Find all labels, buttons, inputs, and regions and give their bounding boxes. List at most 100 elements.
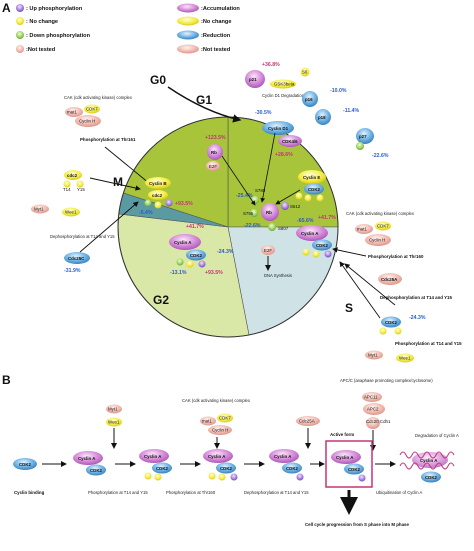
cdc2-left-node — [64, 170, 82, 180]
s-t160 — [324, 250, 332, 258]
myt1-label-m: Myt1 — [34, 207, 44, 212]
legend-accumulation: :Accumulation — [201, 6, 240, 12]
ubiq-label: Ubiquitination of Cyclin A — [376, 490, 423, 495]
cdk2-e-t14 — [295, 192, 303, 200]
cyclin-e-node — [298, 170, 326, 184]
cdk2-b5-node — [282, 462, 302, 474]
cyclin-a-degraded-label: Cyclin A — [420, 458, 438, 463]
cyclin-h-node-m — [75, 115, 101, 127]
mat1-b-node — [200, 416, 216, 426]
panel-a-label: A — [2, 1, 11, 15]
cdc2-m-t14 — [144, 199, 152, 207]
legend-no-change-icon — [16, 17, 24, 25]
s612-label: S612 — [290, 204, 301, 209]
cdk2-b3-label: CDK2 — [156, 466, 169, 471]
cyclin-a-active-node — [331, 450, 361, 464]
cyclin-a-b3-node — [203, 449, 233, 463]
cdk2-b2-node — [86, 464, 106, 476]
cyclin-a-b1-node — [73, 451, 103, 465]
cdk4-percent: +28.6% — [275, 152, 293, 158]
phase-g2: G2 — [153, 293, 169, 307]
e2f-label: E2F — [209, 164, 217, 169]
p27-s10-node — [356, 142, 364, 150]
cyclin-a-b1-label: Cyclin A — [78, 456, 96, 461]
cdk7-label-s: CDK7 — [377, 224, 389, 229]
cdc25c-node — [64, 252, 90, 264]
cyclin-b-node — [145, 177, 171, 189]
cdc2-t14-percent: +93.5% — [175, 201, 193, 207]
rb-percent: +123.5% — [205, 135, 226, 141]
rb-node — [207, 144, 223, 160]
wee1-node-s — [396, 353, 414, 363]
g2-t160-percent: +93.5% — [205, 270, 223, 276]
g2-t14-percent: -13.1% — [170, 270, 187, 276]
e2f-node — [206, 161, 220, 171]
phase-s: S — [345, 301, 353, 315]
e2f-center-label: E2F — [264, 248, 272, 253]
cdc2-m-t161 — [165, 199, 173, 207]
cdk2-to-s-arrow — [339, 261, 381, 319]
legend-no-change-a: : No change — [26, 19, 58, 25]
g2-t14 — [176, 258, 184, 266]
progression-label: Cell cycle progression from S phase into… — [305, 522, 409, 527]
cdc2-left-t14-label: T14 — [63, 187, 71, 192]
mat1-label-m: mat1 — [67, 110, 77, 115]
p27-node — [356, 128, 374, 144]
cyclin-a-g2-label: Cyclin A — [174, 240, 192, 245]
phos-thr161-label: Phosphorylation at Thr161 — [80, 137, 136, 142]
cyclin-d-to-rb-arrow — [260, 132, 276, 203]
s6-label: S6 — [302, 70, 308, 75]
cyclin-a-s-label: Cyclin A — [301, 231, 319, 236]
cyclin-a-s-node — [296, 225, 328, 241]
g2-t160 — [198, 260, 206, 268]
degradation-label: Degradation of Cyclin A — [415, 433, 459, 438]
cdc2-left-y15-label: Y15 — [77, 187, 85, 192]
myt1-node-s — [365, 350, 383, 360]
legend: : Up phosphorylation : No change : Down … — [16, 3, 240, 54]
cdk2-bottom-y15 — [394, 327, 402, 335]
cyclin-d1-node — [262, 121, 294, 135]
cdc25c-label: Cdc25C — [68, 256, 85, 261]
phos-t160-label: Phosphorylation at Thr160 — [166, 490, 216, 495]
rb-center-node — [261, 203, 279, 221]
phos-s-label: Phosphorylation at T14 and Y15 — [395, 341, 462, 346]
mat1-node-s — [355, 224, 373, 234]
legend-down-phos: : Down phosphorylation — [26, 33, 91, 39]
cdk2-b4-label: CDK2 — [220, 466, 233, 471]
p18-label: p18 — [318, 115, 326, 120]
myt1-label-s: Myt1 — [368, 353, 378, 358]
myt1-b-label: Myt1 — [108, 407, 118, 412]
cdc20-label: Cdc20 Cdh1 — [366, 419, 391, 424]
cdc2-m-y15 — [154, 201, 162, 209]
s780-label: S780 — [255, 188, 266, 193]
cyclin-a-active-label: Cyclin A — [336, 455, 354, 460]
cyclin-d1-label: Cyclin D1 — [268, 126, 289, 131]
cdk2-e-label: CDK2 — [308, 187, 321, 192]
p27-percent: -22.6% — [372, 153, 389, 159]
cdc2-left-y15 — [76, 180, 84, 188]
cdk7-b-node — [217, 413, 233, 423]
cdk2-bottom-node — [381, 316, 401, 328]
cdk2-e-node — [304, 183, 324, 195]
p27-label: p27 — [359, 134, 367, 139]
cdc25a-node — [378, 273, 402, 285]
cdk2-degraded-label: CDK2 — [425, 475, 438, 480]
cyclin-h-b-label: Cyclin H — [212, 428, 228, 433]
active-form-box — [325, 440, 373, 488]
rb-s2-percent: -65.6% — [297, 218, 314, 224]
active-t160 — [358, 474, 366, 482]
legend-no-change-b-icon — [177, 16, 199, 26]
cdk2-degraded-node — [421, 471, 441, 483]
cdk2-b2-label: CDK2 — [90, 468, 103, 473]
apc2-label: APC2 — [367, 407, 379, 412]
cyclin-a-b4-node — [269, 449, 299, 463]
cyclin-b-label: Cyclin B — [149, 181, 167, 186]
cdk2-b4-node — [216, 462, 236, 474]
rb-center-label: Rb — [266, 210, 272, 215]
cyclin-d1-percent: -30.5% — [255, 110, 272, 116]
cdk2-g2-percent: -24.3% — [217, 249, 234, 255]
dna-synthesis-label: DNA Synthesis — [264, 273, 292, 278]
s795-node — [250, 209, 258, 217]
cdk2-b1-node — [13, 458, 37, 470]
cdk2-bottom-label: CDK2 — [385, 320, 398, 325]
